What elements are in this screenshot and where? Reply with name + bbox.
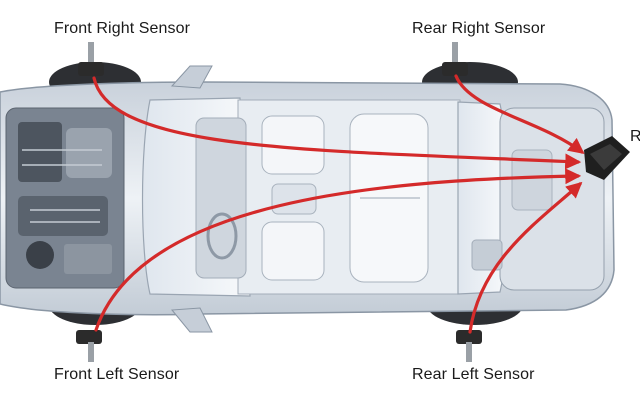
arrow-rear-left (468, 181, 583, 334)
engine-bay (5, 107, 125, 289)
sensor-front-left (76, 330, 102, 362)
arrow-front-left (94, 168, 582, 332)
arrow-rear-right (454, 74, 585, 154)
right-mirror (170, 65, 213, 89)
sensor-rear-left (456, 330, 482, 362)
arrow-front-right (92, 76, 582, 170)
sensor-rear-right (442, 42, 468, 76)
cabin-interior (195, 99, 461, 295)
label-receiver: R (630, 128, 640, 145)
label-front-left-sensor: Front Left Sensor (54, 366, 180, 383)
sensor-front-right (78, 42, 104, 76)
signal-arrows (92, 74, 585, 334)
receiver-module (584, 136, 630, 180)
label-rear-left-sensor: Rear Left Sensor (412, 366, 535, 383)
left-mirror (171, 307, 213, 333)
label-rear-right-sensor: Rear Right Sensor (412, 20, 546, 37)
label-front-right-sensor: Front Right Sensor (54, 20, 191, 37)
